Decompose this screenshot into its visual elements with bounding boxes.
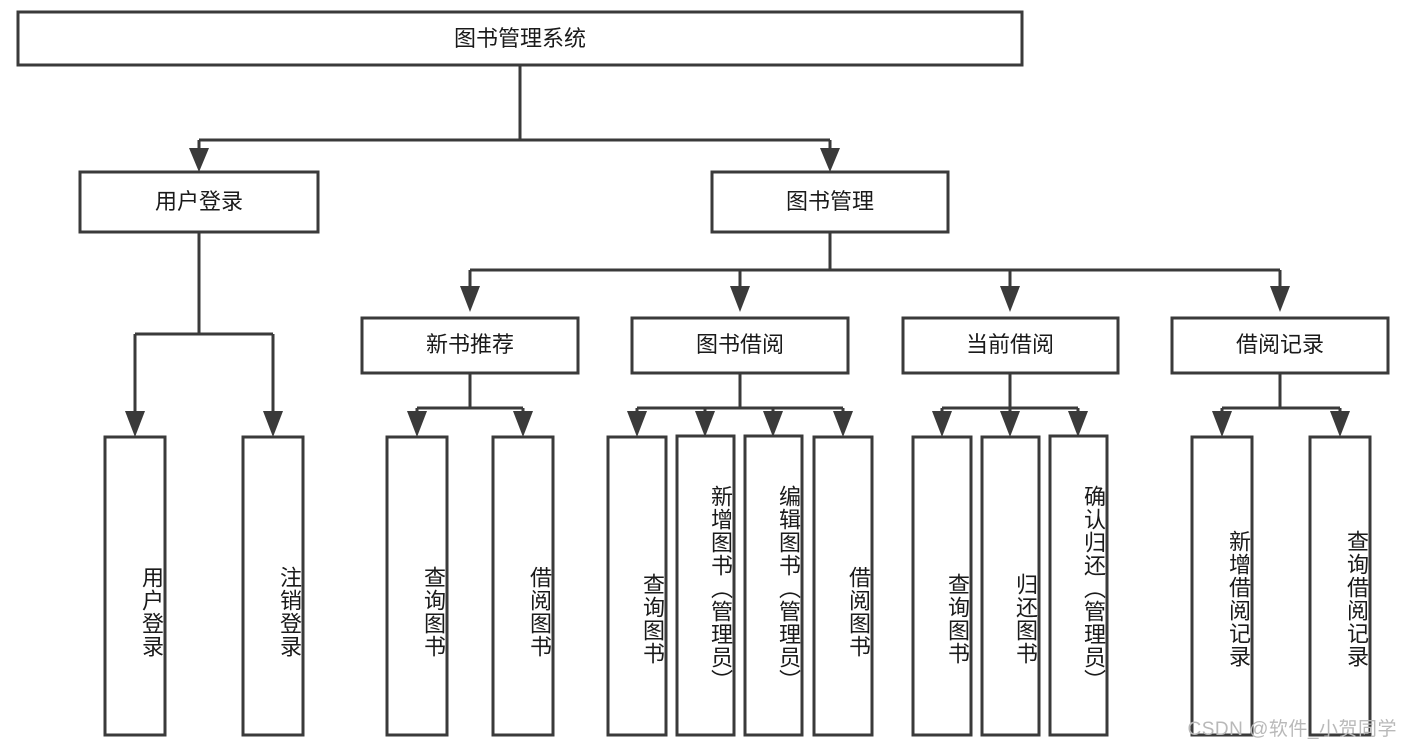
leaf-node-br-add-record[interactable]: 新增借阅记录 (1190, 435, 1254, 737)
node-borrow-record-label: 借阅记录 (1236, 332, 1324, 357)
arrow-head-cb-leaf-1 (932, 411, 952, 437)
leaf-node-bb-edit-book-admin[interactable]: 编辑图书（管理员） (743, 434, 804, 737)
arrow-head-book-borrow (730, 286, 750, 312)
node-root-label: 图书管理系统 (454, 26, 586, 51)
leaf-bb-query-book-label: 查询图书 (640, 573, 665, 665)
leaf-node-cb-confirm-return-admin[interactable]: 确认归还（管理员） (1048, 434, 1109, 737)
leaf-node-user-login[interactable]: 用户登录 (103, 435, 167, 737)
node-user-login-box (78, 170, 320, 234)
arrow-head-book-manage (820, 148, 840, 172)
csdn-watermark: CSDN @软件_小贺同学 (1187, 719, 1397, 740)
arrow-head-br-leaf-2 (1330, 411, 1350, 437)
node-root-box (16, 10, 1024, 67)
leaf-br-add-record-box (1190, 435, 1254, 737)
arrow-head-leaf-user-login (125, 411, 145, 437)
leaf-logout-label: 注销登录 (277, 566, 302, 658)
leaf-nbr-borrow-book-label: 借阅图书 (527, 566, 552, 658)
leaf-node-br-query-record[interactable]: 查询借阅记录 (1308, 435, 1372, 737)
leaf-bb-query-book-box (606, 435, 668, 737)
arrow-head-cb-leaf-2 (1000, 411, 1020, 437)
connector-group-borrow-record (1212, 373, 1350, 437)
leaf-cb-confirm-return-box (1048, 434, 1109, 737)
arrow-head-cb-leaf-3 (1068, 411, 1088, 437)
connector-group-new-book-recommend (407, 373, 533, 437)
leaf-node-bb-add-book-admin[interactable]: 新增图书（管理员） (675, 434, 736, 737)
node-book-borrow-label: 图书借阅 (696, 332, 784, 357)
leaf-br-add-record-label: 新增借阅记录 (1226, 530, 1251, 668)
arrow-head-new-book (460, 286, 480, 312)
leaf-cb-query-book-box (911, 435, 973, 737)
leaf-node-nbr-borrow-book[interactable]: 借阅图书 (491, 435, 555, 737)
node-user-login-label: 用户登录 (155, 189, 243, 214)
leaf-bb-add-book-label: 新增图书（管理员） (708, 484, 733, 692)
leaf-cb-return-book-box (980, 435, 1041, 737)
node-borrow-record[interactable]: 借阅记录 (1170, 316, 1390, 375)
connector-group-user-login (125, 232, 283, 437)
node-new-book-recommend-box (360, 316, 580, 375)
arrow-head-borrow-record (1270, 286, 1290, 312)
leaf-user-login-label: 用户登录 (139, 566, 164, 658)
leaf-nbr-borrow-book-box (491, 435, 555, 737)
arrow-head-nbr-leaf-1 (407, 411, 427, 437)
node-book-borrow[interactable]: 图书借阅 (630, 316, 850, 375)
node-borrow-record-box (1170, 316, 1390, 375)
leaf-bb-edit-book-label: 编辑图书（管理员） (776, 484, 801, 692)
arrow-head-leaf-logout (263, 411, 283, 437)
leaf-cb-confirm-return-label: 确认归还（管理员） (1081, 484, 1106, 692)
connector-group-root (189, 65, 840, 172)
node-current-borrow[interactable]: 当前借阅 (901, 316, 1120, 375)
arrow-head-nbr-leaf-2 (513, 411, 533, 437)
leaf-nbr-query-book-label: 查询图书 (421, 566, 446, 658)
node-book-management-label: 图书管理 (786, 189, 874, 214)
arrow-head-bb-leaf-1 (627, 411, 647, 437)
leaf-node-cb-query-book[interactable]: 查询图书 (911, 435, 973, 737)
arrow-head-user-login (189, 148, 209, 172)
connector-group-current-borrow (932, 373, 1088, 437)
node-new-book-recommend[interactable]: 新书推荐 (360, 316, 580, 375)
leaf-nbr-query-book-box (385, 435, 449, 737)
arrow-head-bb-leaf-2 (695, 411, 715, 437)
arrow-head-current-borrow (1000, 286, 1020, 312)
node-root-book-management-system[interactable]: 图书管理系统 (16, 10, 1024, 67)
leaf-node-bb-query-book[interactable]: 查询图书 (606, 435, 668, 737)
leaf-node-logout[interactable]: 注销登录 (241, 435, 305, 737)
leaf-br-query-record-label: 查询借阅记录 (1344, 530, 1369, 668)
leaf-node-cb-return-book[interactable]: 归还图书 (980, 435, 1041, 737)
arrow-head-bb-leaf-4 (833, 411, 853, 437)
node-new-book-recommend-label: 新书推荐 (426, 332, 514, 357)
node-current-borrow-label: 当前借阅 (966, 332, 1054, 357)
leaf-cb-return-book-label: 归还图书 (1013, 573, 1038, 665)
connector-group-book-manage (460, 232, 1290, 312)
leaf-user-login-box (103, 435, 167, 737)
arrow-head-bb-leaf-3 (763, 411, 783, 437)
leaf-cb-query-book-label: 查询图书 (945, 573, 970, 665)
node-book-borrow-box (630, 316, 850, 375)
leaf-logout-box (241, 435, 305, 737)
leaf-bb-add-book-box (675, 434, 736, 737)
leaf-bb-borrow-book-box (812, 435, 874, 737)
leaf-node-bb-borrow-book[interactable]: 借阅图书 (812, 435, 874, 737)
arrow-head-br-leaf-1 (1212, 411, 1232, 437)
connector-group-book-borrow (627, 373, 853, 437)
leaf-bb-borrow-book-label: 借阅图书 (846, 566, 871, 658)
node-book-management-box (710, 170, 950, 234)
leaf-node-nbr-query-book[interactable]: 查询图书 (385, 435, 449, 737)
node-current-borrow-box (901, 316, 1120, 375)
leaf-br-query-record-box (1308, 435, 1372, 737)
leaf-bb-edit-book-box (743, 434, 804, 737)
node-user-login[interactable]: 用户登录 (78, 170, 320, 234)
node-book-management[interactable]: 图书管理 (710, 170, 950, 234)
